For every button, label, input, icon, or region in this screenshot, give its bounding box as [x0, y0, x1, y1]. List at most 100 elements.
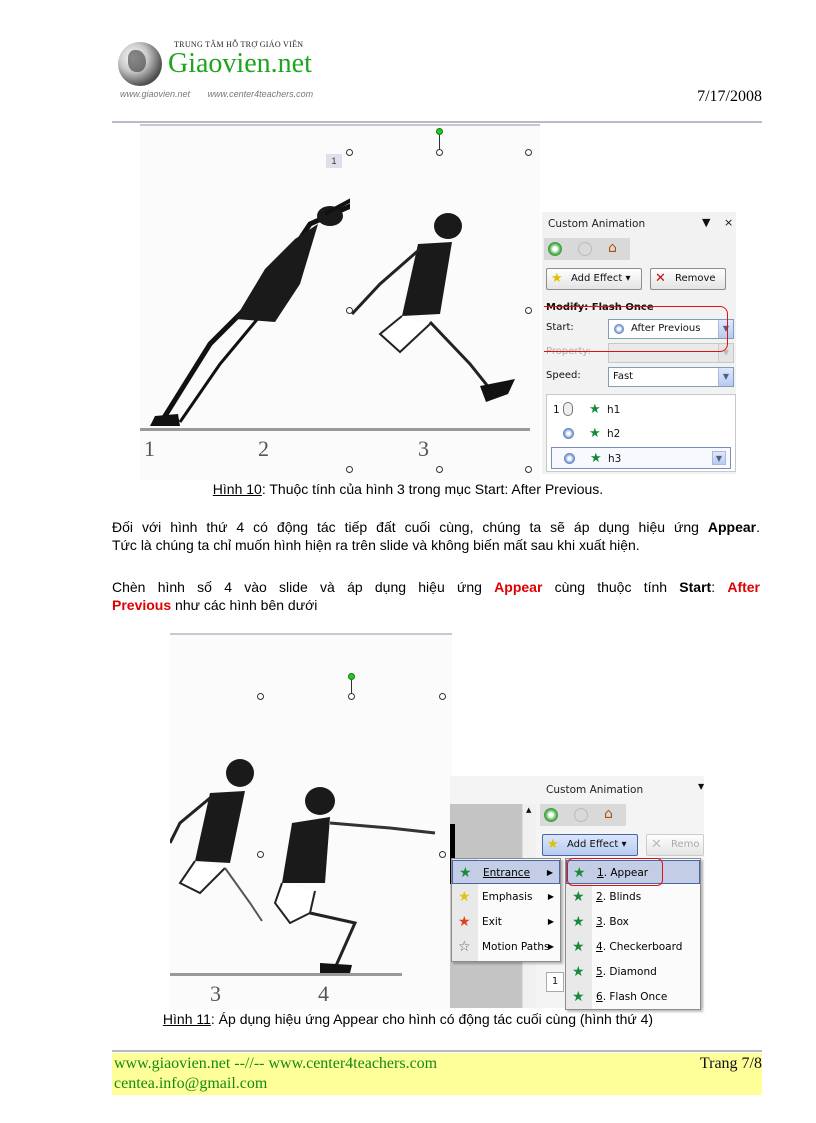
entrance-star-icon: ★ — [572, 939, 585, 955]
panel-menu-arrow-icon[interactable]: ▼ — [698, 782, 705, 791]
resize-handle-nw[interactable] — [346, 149, 353, 156]
frame-number-3: 3 — [418, 436, 429, 461]
submenu-arrow-icon: ▶ — [547, 917, 554, 926]
remove-label: Remove — [675, 273, 716, 284]
animation-list: 1 ★ h1 ★ h2 ★ h3 ▼ — [546, 394, 736, 472]
submenu-item-box[interactable]: ★ 3. Box — [566, 910, 700, 934]
menu-item-label: Entrance — [483, 867, 531, 879]
red-after: After — [727, 579, 760, 595]
resize-handle-se[interactable] — [525, 466, 532, 473]
animation-list-item[interactable]: ★ h2 — [547, 423, 735, 445]
remove-button[interactable]: ✕ Remove — [650, 268, 726, 290]
clock-icon — [563, 428, 574, 439]
figure-11-caption: Hình 11: Áp dụng hiệu ứng Appear cho hìn… — [0, 1011, 816, 1027]
submenu-item-blinds[interactable]: ★ 2. Blinds — [566, 885, 700, 909]
thumbnail-edge — [450, 824, 455, 884]
clock-icon — [614, 324, 624, 334]
animation-list-item[interactable]: 1 ★ h1 — [547, 399, 735, 421]
submenu-item-flash-once[interactable]: ★ 6. Flash Once — [566, 985, 700, 1009]
resize-handle-sw[interactable] — [346, 466, 353, 473]
item-name: h2 — [607, 428, 621, 440]
item-number: 5 — [596, 966, 603, 978]
speed-value: Fast — [613, 371, 634, 382]
item-number: 2 — [596, 891, 603, 903]
custom-animation-panel: Custom Animation ▼ × ⌂ ★ Add Effect ▾ ✕ … — [542, 212, 736, 474]
panel-nav-bar: ⌂ — [540, 804, 626, 826]
entrance-star-icon: ★ — [589, 402, 601, 417]
add-effect-button[interactable]: ★ Add Effect ▾ — [546, 268, 642, 290]
forward-icon[interactable] — [574, 808, 588, 822]
forward-icon[interactable] — [578, 242, 592, 256]
close-icon[interactable]: × — [724, 216, 734, 229]
item-name: h1 — [607, 404, 621, 416]
footer-divider — [112, 1050, 762, 1052]
add-effect-button-pressed[interactable]: ★ Add Effect ▾ — [542, 834, 638, 856]
item-label: . Checkerboard — [602, 941, 683, 953]
chevron-down-icon[interactable]: ▼ — [718, 368, 733, 386]
menu-item-motion-paths[interactable]: ☆ Motion Paths ▶ — [452, 935, 560, 959]
rotation-handle[interactable] — [348, 673, 355, 680]
logo-urls: www.giaovien.net www.center4teachers.com — [120, 89, 313, 99]
athlete-figure-2 — [150, 198, 350, 426]
rotation-stem — [439, 135, 440, 153]
menu-item-entrance[interactable]: ★ Entrance ▶ — [452, 860, 560, 884]
submenu-item-appear[interactable]: ★ 1. Appear — [566, 860, 700, 884]
paragraph-1: Đối với hình thứ 4 có động tác tiếp đất … — [112, 518, 760, 554]
item-index: 1 — [553, 404, 560, 416]
figure-10: 1 1 2 3 — [140, 124, 736, 480]
chevron-down-icon[interactable]: ▼ — [718, 320, 733, 338]
menu-item-label: Exit — [482, 916, 502, 928]
rotation-handle[interactable] — [436, 128, 443, 135]
header-divider — [112, 121, 762, 123]
header-date: 7/17/2008 — [697, 88, 762, 105]
athlete-figure-3 — [170, 759, 263, 922]
resize-handle-ne[interactable] — [439, 693, 446, 700]
menu-item-emphasis[interactable]: ★ Emphasis ▶ — [452, 885, 560, 909]
resize-handle-ne[interactable] — [525, 149, 532, 156]
chevron-down-icon[interactable]: ▼ — [712, 451, 726, 465]
resize-handle-w[interactable] — [346, 307, 353, 314]
home-icon[interactable]: ⌂ — [604, 806, 613, 822]
remove-button-disabled: ✕ Remo — [646, 834, 704, 856]
home-icon[interactable]: ⌂ — [608, 240, 617, 256]
back-icon[interactable] — [544, 808, 558, 822]
footer-websites: www.giaovien.net --//-- www.center4teach… — [114, 1055, 438, 1072]
caption-text: : Áp dụng hiệu ứng Appear cho hình có độ… — [210, 1011, 654, 1027]
panel-title: Custom Animation — [546, 784, 644, 796]
entrance-star-icon: ★ — [572, 914, 585, 930]
figure-10-caption: Hình 10: Thuộc tính của hình 3 trong mục… — [0, 481, 816, 497]
resize-handle-w[interactable] — [257, 851, 264, 858]
animation-list-item-selected[interactable]: ★ h3 ▼ — [551, 447, 731, 469]
bold-start: Start — [679, 579, 712, 595]
resize-handle-nw[interactable] — [257, 693, 264, 700]
red-previous: Previous — [112, 597, 172, 613]
athlete-figure-4 — [273, 787, 436, 973]
logo-url-1: www.giaovien.net — [120, 89, 191, 99]
scroll-up-icon[interactable]: ▲ — [526, 806, 532, 814]
animation-order-tag[interactable]: 1 — [326, 154, 342, 168]
clock-icon — [564, 453, 575, 464]
submenu-item-diamond[interactable]: ★ 5. Diamond — [566, 960, 700, 984]
panel-menu-arrow-icon[interactable]: ▼ — [702, 216, 711, 229]
exit-star-icon: ★ — [458, 914, 471, 930]
add-effect-label: Add Effect ▾ — [571, 273, 631, 284]
panel-nav-bar: ⌂ — [544, 238, 630, 260]
resize-handle-n[interactable] — [348, 693, 355, 700]
frame-number-1: 1 — [144, 436, 155, 461]
panel-title: Custom Animation — [548, 218, 646, 230]
menu-item-exit[interactable]: ★ Exit ▶ — [452, 910, 560, 934]
text: Đối với hình thứ 4 có động tác tiếp đất … — [112, 519, 708, 535]
submenu-item-checkerboard[interactable]: ★ 4. Checkerboard — [566, 935, 700, 959]
resize-handle-n[interactable] — [436, 149, 443, 156]
resize-handle-s[interactable] — [436, 466, 443, 473]
resize-handle-e[interactable] — [439, 851, 446, 858]
back-icon[interactable] — [548, 242, 562, 256]
item-label: . Box — [602, 916, 629, 928]
start-value: After Previous — [631, 323, 701, 334]
item-name: h3 — [608, 453, 622, 465]
page-header: TRUNG TÂM HỖ TRỢ GIÁO VIÊN Giaovien.net … — [112, 36, 762, 122]
speed-dropdown[interactable]: Fast ▼ — [608, 367, 734, 387]
highlight-outline — [544, 306, 728, 352]
resize-handle-e[interactable] — [525, 307, 532, 314]
start-dropdown[interactable]: After Previous ▼ — [608, 319, 734, 339]
